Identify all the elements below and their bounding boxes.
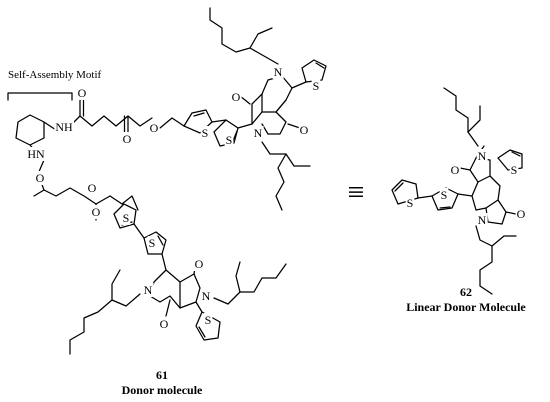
atom-label-background <box>142 283 154 297</box>
atom-label-background <box>193 257 205 271</box>
amide-hn-lower: HN <box>27 147 45 161</box>
atom-label-background <box>121 132 133 146</box>
thiophene-s-7: S <box>407 196 414 210</box>
dpp-n-lower-2: N <box>202 289 211 303</box>
ester-o-lower: O <box>92 205 101 219</box>
dpp-n-right-1: N <box>478 149 487 163</box>
cyclohexane-ring <box>15 114 45 146</box>
molecule-62-title: Linear Donor Molecule <box>406 300 526 314</box>
carbonyl-o-4: O <box>88 181 97 195</box>
equivalence-symbol: ≡ <box>348 176 365 209</box>
upper-bithiophene <box>183 109 253 147</box>
atom-label-background <box>476 149 488 163</box>
atom-label-background <box>224 133 234 147</box>
dpp-o-lower-2: O <box>160 317 169 331</box>
left-terminal-thiophene <box>391 179 433 205</box>
thiophene-s-8: S <box>441 188 448 202</box>
atom-label-background <box>86 181 98 195</box>
thiophene-s-3: S <box>313 79 320 93</box>
atom-label-background <box>200 289 212 303</box>
atom-label-background <box>230 90 242 104</box>
carbonyl-o-1: O <box>78 86 87 100</box>
atom-label-background <box>298 123 310 137</box>
thiophene-s-5: S <box>149 236 156 250</box>
dpp-o-right-1: O <box>451 163 460 177</box>
thiophene-s-4: S <box>123 211 130 225</box>
molecule-61-number: 61 <box>156 368 168 382</box>
atom-label-background <box>311 79 321 93</box>
atom-label-background <box>26 147 46 161</box>
atom-label-background <box>121 211 131 225</box>
motif-label: Self-Assembly Motif <box>8 69 102 81</box>
right-alkyl-chains <box>443 87 517 295</box>
upper-linker-chain <box>43 99 185 133</box>
molecule-61: Self-Assembly Motif NH O O O S <box>7 7 327 397</box>
atom-label-background <box>449 163 461 177</box>
amide-nh-upper: NH <box>55 120 73 134</box>
dpp-n-lower-1: N <box>144 283 153 297</box>
dpp-o-upper-2: O <box>300 123 309 137</box>
atom-label-background <box>34 171 46 185</box>
atom-label-background <box>148 121 160 135</box>
atom-label-background <box>476 213 488 227</box>
thiophene-s-2: S <box>226 133 233 147</box>
carbonyl-o-3: O <box>36 171 45 185</box>
dpp-n-upper-1: N <box>274 65 283 79</box>
atom-label-background <box>405 196 415 210</box>
upper-alkyl-chains <box>209 7 311 211</box>
lower-linker-chain <box>29 144 139 221</box>
molecule-62: S S O O N N S <box>391 87 527 314</box>
atom-label-background <box>147 236 157 250</box>
central-thiophene <box>431 187 473 211</box>
right-terminal-thiophene <box>497 149 523 171</box>
atom-label-background <box>515 207 527 221</box>
molecule-61-title: Donor molecule <box>122 383 203 397</box>
atom-label-background <box>272 65 284 79</box>
molecule-62-number: 62 <box>460 285 472 299</box>
atom-label-background <box>54 120 74 134</box>
atom-label-background <box>90 205 102 219</box>
thiophene-s-1: S <box>202 126 209 140</box>
atom-label-background <box>509 163 519 177</box>
thiophene-s-9: S <box>511 163 518 177</box>
atom-label-background <box>158 317 170 331</box>
lower-terminal-thiophene <box>195 311 221 341</box>
dpp-o-upper-1: O <box>232 90 241 104</box>
carbonyl-o-2: O <box>123 132 132 146</box>
motif-bracket <box>7 92 73 101</box>
atom-label-background <box>203 313 213 327</box>
dpp-n-upper-2: N <box>254 126 263 140</box>
ester-o-upper: O <box>150 121 159 135</box>
atom-label-background <box>252 126 264 140</box>
thiophene-s-6: S <box>205 313 212 327</box>
lower-alkyl-chains <box>69 261 287 355</box>
upper-dpp-core <box>239 75 307 135</box>
atom-label-background <box>439 188 449 202</box>
atom-label-background <box>200 126 210 140</box>
atom-label-background <box>76 86 88 100</box>
dpp-o-right-2: O <box>517 207 526 221</box>
right-dpp-core <box>459 145 517 225</box>
dpp-o-lower-1: O <box>195 257 204 271</box>
dpp-n-right-2: N <box>478 213 487 227</box>
